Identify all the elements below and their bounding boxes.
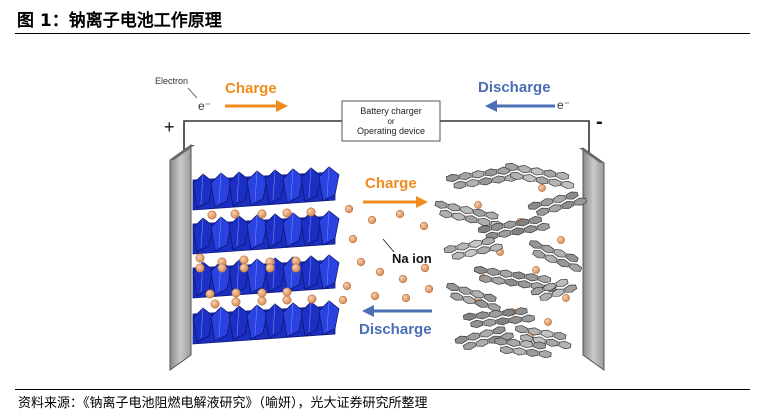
sodium-ion bbox=[538, 184, 546, 192]
graphite-sheet bbox=[527, 191, 587, 216]
sodium-ion bbox=[532, 266, 540, 274]
sodium-ion bbox=[217, 263, 227, 273]
graphite-sheet bbox=[445, 166, 518, 189]
sodium-ion bbox=[230, 209, 240, 219]
top-rule bbox=[15, 33, 750, 34]
sodium-ion bbox=[210, 299, 220, 309]
charge-mid-label: Charge bbox=[365, 175, 417, 192]
sodium-ion bbox=[338, 295, 348, 305]
sodium-ion bbox=[424, 284, 434, 294]
graphite-sheet bbox=[504, 162, 575, 189]
graphite-sheet bbox=[463, 307, 535, 329]
discharge-top-label: Discharge bbox=[478, 79, 551, 96]
graphite-sheet bbox=[514, 325, 572, 350]
sodium-ion bbox=[370, 291, 380, 301]
graphite-sheet bbox=[528, 240, 583, 272]
sodium-ion bbox=[474, 201, 482, 209]
graphite-sheet bbox=[454, 326, 514, 350]
sodium-ion bbox=[348, 234, 358, 244]
sodium-ion bbox=[395, 209, 405, 219]
sodium-ion bbox=[265, 263, 275, 273]
sodium-ions bbox=[195, 184, 570, 340]
charge-top-arrow bbox=[225, 100, 288, 112]
sodium-ion bbox=[195, 253, 205, 263]
na-ion-pointer bbox=[382, 238, 395, 253]
electron-symbol-left: e⁻ bbox=[198, 99, 211, 113]
sodium-ion bbox=[231, 297, 241, 307]
sodium-ion bbox=[239, 263, 249, 273]
graphite-sheet bbox=[446, 283, 501, 312]
figure-title: 图 1：钠离子电池工作原理 bbox=[17, 11, 222, 31]
graphite-sheet bbox=[477, 216, 550, 240]
sodium-ion bbox=[195, 263, 205, 273]
na-ion-label: Na ion bbox=[392, 251, 432, 266]
sodium-ion bbox=[544, 318, 552, 326]
sodium-ion bbox=[420, 263, 430, 273]
cathode-layer bbox=[192, 166, 340, 211]
sodium-ion bbox=[557, 236, 565, 244]
sodium-ion bbox=[307, 294, 317, 304]
charge-top-label: Charge bbox=[225, 80, 277, 97]
plus-sign: + bbox=[164, 117, 175, 137]
cathode-current-collector bbox=[169, 144, 192, 371]
sodium-ion bbox=[282, 208, 292, 218]
graphite-sheet bbox=[473, 266, 557, 292]
minus-sign: - bbox=[596, 111, 603, 133]
graphite-sheet bbox=[443, 237, 503, 260]
graphite-sheet bbox=[530, 279, 578, 301]
sodium-ion bbox=[344, 204, 354, 214]
sodium-ion bbox=[375, 267, 385, 277]
graphite-sheet bbox=[494, 337, 552, 359]
graphite-sheet bbox=[434, 200, 504, 229]
cathode-layers bbox=[192, 166, 340, 345]
sodium-ion bbox=[207, 210, 217, 220]
sodium-ion bbox=[205, 289, 215, 299]
figure-source: 资料来源：《钠离子电池阻燃电解液研究》（喻妍），光大证券研究所整理 bbox=[18, 396, 428, 411]
charge-mid-arrow bbox=[363, 196, 428, 208]
sodium-ion bbox=[282, 287, 292, 297]
device-label-line3: Operating device bbox=[357, 126, 425, 136]
sodium-ion bbox=[239, 255, 249, 265]
sodium-ion bbox=[257, 288, 267, 298]
anode-layers bbox=[434, 162, 587, 359]
device-label-line2: or bbox=[387, 117, 394, 126]
sodium-ion bbox=[419, 221, 429, 231]
sodium-ion bbox=[367, 215, 377, 225]
bottom-rule bbox=[15, 389, 750, 390]
device-label-line1: Battery charger bbox=[360, 106, 422, 116]
sodium-ion bbox=[356, 257, 366, 267]
device-box: Battery charger or Operating device bbox=[341, 100, 441, 142]
sodium-ion bbox=[562, 294, 570, 302]
sodium-ion bbox=[291, 263, 301, 273]
anode-current-collector bbox=[582, 147, 605, 371]
sodium-ion bbox=[398, 274, 408, 284]
discharge-mid-arrow bbox=[362, 305, 432, 317]
sodium-ion bbox=[257, 209, 267, 219]
cathode-layer bbox=[192, 300, 340, 345]
discharge-mid-label: Discharge bbox=[359, 321, 432, 338]
electron-pointer bbox=[187, 87, 198, 99]
sodium-ion bbox=[282, 295, 292, 305]
sodium-ion bbox=[306, 207, 316, 217]
electron-label: Electron bbox=[155, 76, 188, 86]
sodium-ion bbox=[231, 288, 241, 298]
discharge-top-arrow bbox=[485, 100, 555, 112]
electron-symbol-right: e⁻ bbox=[557, 98, 570, 112]
sodium-ion bbox=[257, 296, 267, 306]
sodium-ion bbox=[401, 293, 411, 303]
sodium-ion bbox=[342, 281, 352, 291]
cathode-layer bbox=[192, 210, 340, 255]
